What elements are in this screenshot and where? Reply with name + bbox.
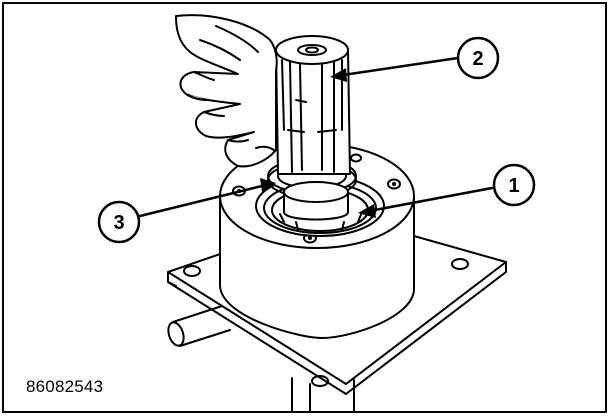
leader-line-3 bbox=[138, 182, 272, 218]
leader-line-2 bbox=[334, 56, 460, 78]
flange-hole-right bbox=[451, 258, 469, 270]
housing-bolt-4 bbox=[350, 153, 362, 163]
hand-illustration bbox=[175, 14, 278, 168]
callout-1-label: 1 bbox=[508, 175, 519, 197]
flange-hole-bottom bbox=[311, 375, 329, 387]
housing-bolt-2 bbox=[387, 178, 401, 190]
callout-3-circle bbox=[97, 200, 141, 244]
arrowhead-1 bbox=[358, 204, 376, 218]
callout-circles bbox=[97, 36, 536, 244]
callout-3-label: 3 bbox=[113, 212, 124, 234]
flange-hole-left bbox=[183, 265, 201, 277]
side-pipe bbox=[167, 305, 231, 347]
lower-tube bbox=[291, 377, 355, 413]
callout-1-circle bbox=[492, 163, 536, 207]
callout-2-label: 2 bbox=[472, 48, 483, 70]
shaft-collar bbox=[283, 181, 349, 221]
leader-lines bbox=[138, 56, 494, 218]
arrowhead-2 bbox=[330, 68, 347, 82]
leader-line-1 bbox=[362, 186, 494, 214]
callout-2-circle bbox=[456, 36, 500, 80]
figure-number: 86082543 bbox=[26, 377, 104, 396]
splined-shaft bbox=[275, 35, 351, 175]
arrowhead-3 bbox=[260, 178, 276, 192]
